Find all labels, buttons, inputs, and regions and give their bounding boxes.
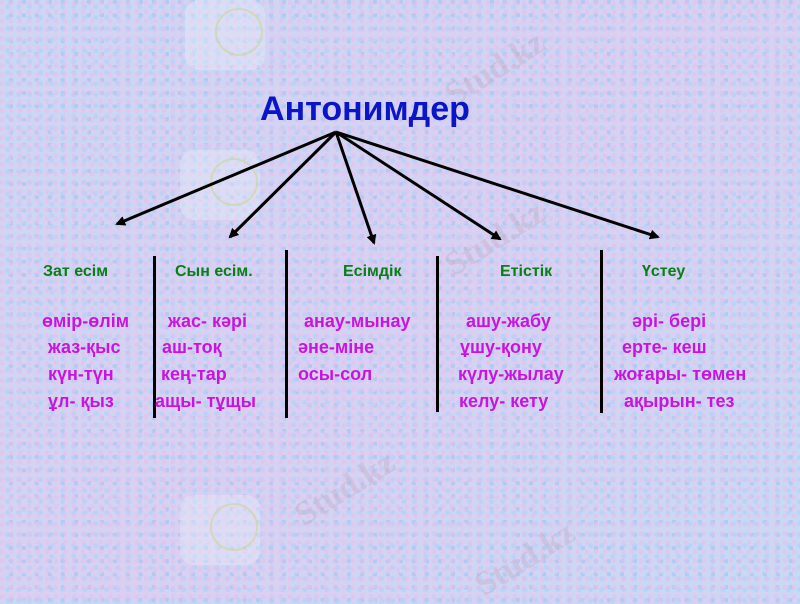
arrow-to-zat-esim (115, 130, 337, 226)
antonym-pair: ерте- кеш (622, 337, 707, 357)
arrow-to-syn-esim (228, 130, 338, 239)
antonym-pair: әне-міне (298, 337, 375, 357)
antonym-pair: өмір-өлім (42, 311, 130, 331)
column-divider (600, 250, 603, 413)
column-header-zat-esim: Зат есім (43, 263, 109, 280)
antonym-pair: жас- кәрі (168, 311, 248, 331)
column-header-syn-esim: Сын есім. (175, 263, 253, 280)
hummingbird-logo-watermark (180, 150, 260, 220)
hummingbird-logo-watermark (185, 0, 265, 70)
antonym-pair: осы-сол (298, 364, 373, 384)
antonym-pair: жоғары- төмен (614, 364, 747, 384)
column-divider (153, 256, 156, 418)
antonym-pair: ашу-жабу (466, 311, 551, 331)
antonym-pair: анау-мынау (304, 311, 411, 331)
hummingbird-logo-watermark (180, 495, 260, 565)
column-header-ustey: Үстеу (642, 263, 686, 280)
antonym-pair: ұшу-қону (460, 337, 542, 357)
column-divider (285, 250, 288, 418)
antonym-pair: ащы- тұщы (155, 391, 256, 411)
column-header-esimdik: Есімдік (343, 263, 402, 280)
arrow-to-esimdik (334, 131, 377, 245)
antonym-pair: келу- кету (459, 391, 549, 411)
page-title: Антонимдер (260, 90, 470, 128)
arrow-to-etistik (335, 130, 502, 241)
antonym-pair: әрі- бері (632, 311, 707, 331)
column-divider (436, 256, 439, 412)
column-header-etistik: Етістік (500, 263, 553, 280)
antonym-pair: ұл- қыз (48, 391, 114, 411)
antonym-pair: кең-тар (161, 364, 227, 384)
antonym-pair: жаз-қыс (48, 337, 121, 357)
antonym-pair: күн-түн (48, 364, 114, 384)
antonym-pair: ақырын- тез (624, 391, 735, 411)
antonym-pair: аш-тоқ (162, 337, 222, 357)
antonym-pair: күлу-жылау (458, 364, 564, 384)
arrow-to-ustey (335, 130, 660, 240)
